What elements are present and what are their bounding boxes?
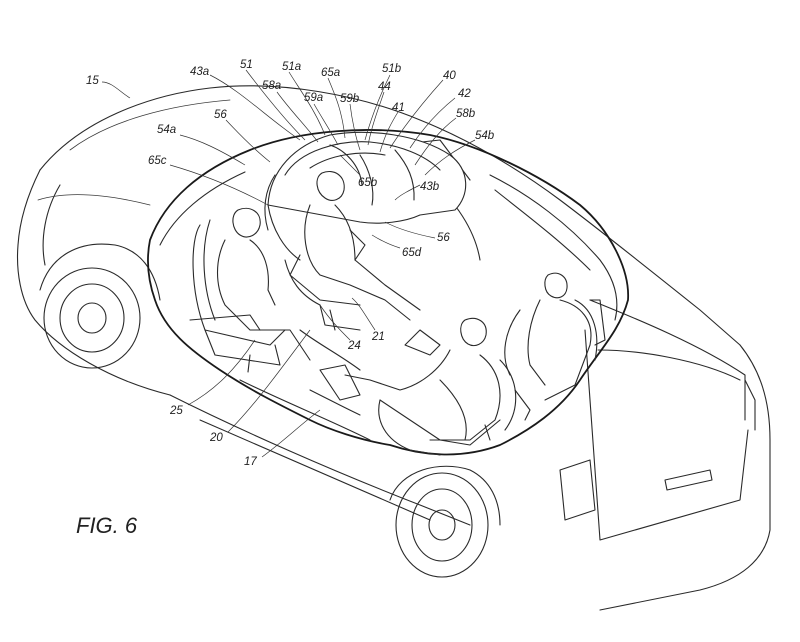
label-59a: 59a bbox=[304, 92, 323, 104]
label-44: 44 bbox=[378, 81, 391, 93]
label-54b: 54b bbox=[475, 130, 495, 142]
label-24: 24 bbox=[347, 340, 361, 352]
label-42: 42 bbox=[458, 88, 471, 100]
figure-caption: FIG. 6 bbox=[76, 513, 138, 538]
label-17: 17 bbox=[244, 456, 257, 468]
label-43b: 43b bbox=[420, 181, 440, 193]
label-56-right: 56 bbox=[437, 232, 450, 244]
label-51b: 51b bbox=[382, 63, 402, 75]
occupants bbox=[189, 171, 606, 456]
label-51a: 51a bbox=[282, 61, 301, 73]
label-65a: 65a bbox=[321, 67, 340, 79]
vehicle-body bbox=[17, 85, 771, 611]
label-43a: 43a bbox=[190, 66, 209, 78]
reference-labels: 15 43a 51 51a 65a 51b 40 58a 59a 59b 44 … bbox=[86, 59, 495, 468]
airbag-dome bbox=[264, 131, 467, 261]
label-25: 25 bbox=[169, 405, 183, 417]
label-21: 21 bbox=[371, 331, 385, 343]
label-51: 51 bbox=[240, 59, 253, 71]
label-20: 20 bbox=[209, 432, 223, 444]
label-40: 40 bbox=[443, 70, 456, 82]
label-15: 15 bbox=[86, 75, 99, 87]
label-65b: 65b bbox=[358, 177, 378, 189]
label-41: 41 bbox=[392, 102, 405, 114]
cabin-cutaway bbox=[147, 129, 629, 456]
label-56-top: 56 bbox=[214, 109, 227, 121]
leader-lines bbox=[101, 69, 476, 458]
label-65d: 65d bbox=[402, 247, 422, 259]
label-54a: 54a bbox=[157, 124, 176, 136]
label-65c: 65c bbox=[148, 155, 167, 167]
label-58a: 58a bbox=[262, 80, 281, 92]
label-59b: 59b bbox=[340, 93, 360, 105]
label-58b: 58b bbox=[456, 108, 476, 120]
floor-lines bbox=[239, 309, 371, 441]
